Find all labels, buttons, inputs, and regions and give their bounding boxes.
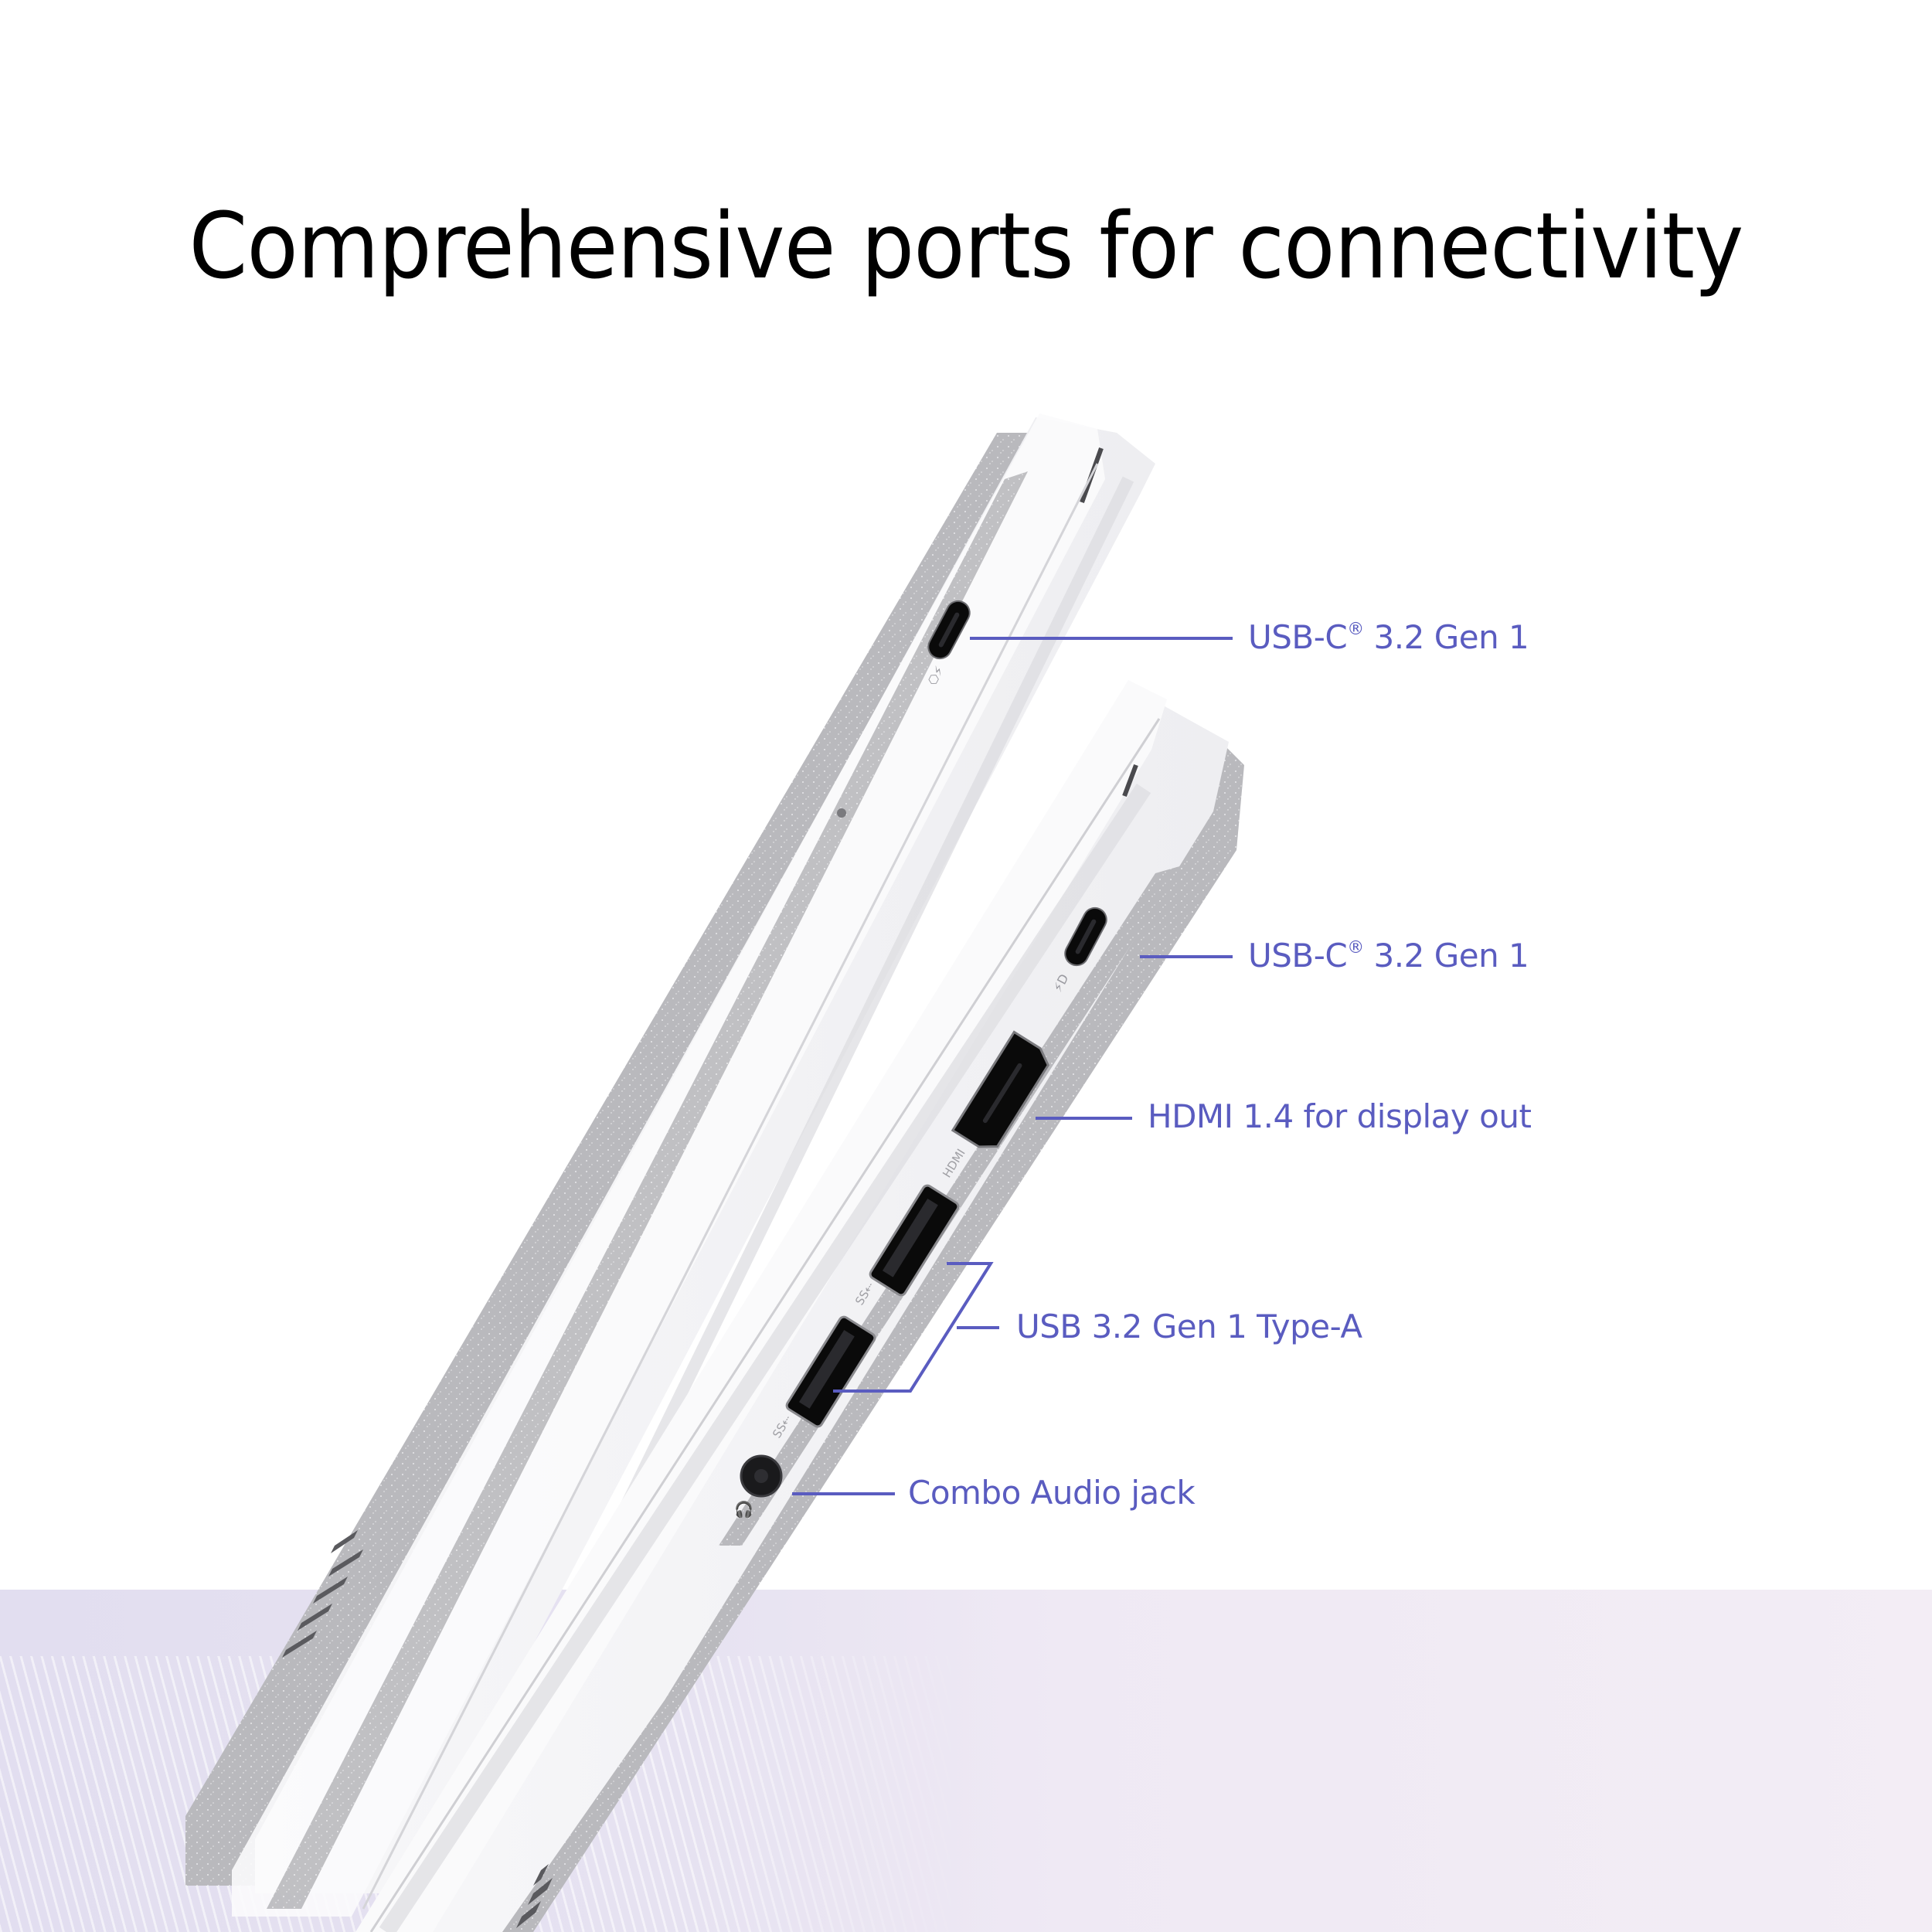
hdmi-port bbox=[951, 1030, 1049, 1148]
vent-grille-icon bbox=[282, 1530, 363, 1658]
headphone-icon: 🎧 bbox=[734, 1500, 753, 1519]
callout-usb-c-left: USB-C® 3.2 Gen 1 bbox=[1248, 618, 1529, 656]
callout-usb-c-right: USB-C® 3.2 Gen 1 bbox=[1248, 937, 1529, 975]
callout-audio-jack: Combo Audio jack bbox=[908, 1474, 1196, 1512]
callout-lines bbox=[792, 637, 1233, 1495]
status-led-dot bbox=[837, 808, 846, 818]
usb-c-right-port bbox=[1064, 906, 1107, 967]
audio-jack-port bbox=[740, 1454, 783, 1498]
callout-usb-a: USB 3.2 Gen 1 Type-A bbox=[1016, 1308, 1362, 1345]
page-title: Comprehensive ports for connectivity bbox=[189, 192, 1744, 300]
callout-line-usb-a bbox=[833, 1262, 994, 1393]
callout-hdmi: HDMI 1.4 for display out bbox=[1148, 1097, 1532, 1135]
usb-c-left-port bbox=[927, 600, 971, 660]
laptop-left-side bbox=[185, 413, 1155, 1917]
usb-a-port-1 bbox=[869, 1184, 960, 1297]
usb-a-port-2 bbox=[785, 1315, 876, 1428]
